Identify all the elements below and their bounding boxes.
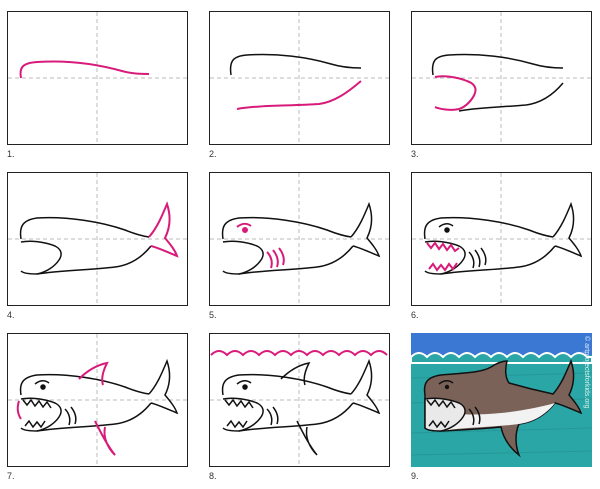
step-5-drawing: [209, 172, 390, 306]
step-3-panel: [411, 11, 592, 145]
tail-fin: [148, 201, 179, 258]
water-line: [210, 350, 388, 357]
lower-jaw-line: [434, 75, 477, 111]
step-8-drawing: [209, 333, 390, 467]
step-3-drawing: [411, 11, 592, 145]
step-6-panel: [411, 172, 592, 306]
head-top-line: [19, 60, 150, 79]
step-1-label: 1.: [7, 149, 15, 159]
belly-line: [236, 80, 362, 110]
step-4-label: 4.: [7, 310, 15, 320]
step-2-label: 2.: [209, 149, 217, 159]
step-9-panel: [411, 333, 592, 467]
step-6-label: 6.: [411, 310, 419, 320]
step-8-panel: [209, 333, 390, 467]
step-7-panel: [7, 333, 188, 467]
step-1-panel: [7, 11, 188, 145]
eye-and-gills: [236, 222, 285, 269]
painted-shark: [423, 358, 583, 458]
step-9-label: 9.: [411, 471, 419, 481]
step-8-label: 8.: [209, 471, 217, 481]
step-7-drawing: [7, 333, 188, 467]
credit-text: © artprojectsforkids.org: [583, 336, 590, 409]
step-3-label: 3.: [411, 149, 419, 159]
fins: [16, 361, 116, 456]
step-5-panel: [209, 172, 390, 306]
step-2-drawing: [209, 11, 390, 145]
step-4-panel: [7, 172, 188, 306]
step-7-label: 7.: [7, 471, 15, 481]
step-4-drawing: [7, 172, 188, 306]
step-1-drawing: [7, 11, 188, 145]
teeth: [426, 241, 460, 272]
step-2-panel: [209, 11, 390, 145]
step-6-drawing: [411, 172, 592, 306]
step-5-label: 5.: [209, 310, 217, 320]
step-9-painting: [411, 333, 592, 467]
